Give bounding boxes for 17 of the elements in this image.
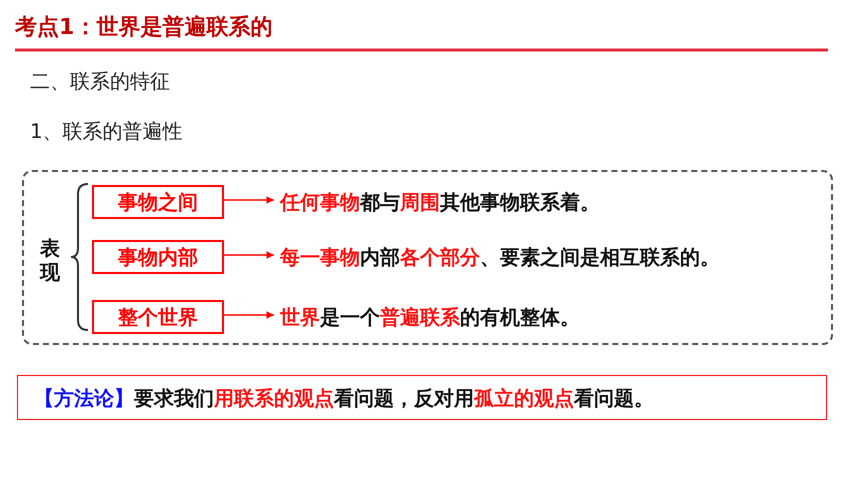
arrow — [222, 196, 274, 204]
label-box: 事物内部 — [92, 240, 224, 274]
arrow — [222, 311, 274, 319]
method-heading: 【方法论】 — [34, 386, 134, 410]
label-box: 整个世界 — [92, 300, 224, 334]
arrow — [222, 251, 274, 259]
vertical-label: 表现 — [40, 236, 61, 284]
title: 考点1：世界是普遍联系的 — [15, 14, 272, 42]
statement-text: 任何事物都与周围其他事物联系着。 — [280, 185, 600, 219]
note-box — [17, 375, 827, 420]
statement-text: 世界是一个普遍联系的有机整体。 — [280, 300, 580, 334]
heading-text: 1、联系的普遍性 — [30, 118, 183, 145]
dashed-panel — [22, 170, 833, 345]
method-text: 要求我们用联系的观点看问题，反对用孤立的观点看问题。 — [134, 386, 654, 410]
heading-text: 二、联系的特征 — [30, 68, 170, 95]
statement-text: 每一事物内部各个部分、要素之间是相互联系的。 — [280, 240, 720, 274]
label-box: 事物之间 — [92, 185, 224, 219]
